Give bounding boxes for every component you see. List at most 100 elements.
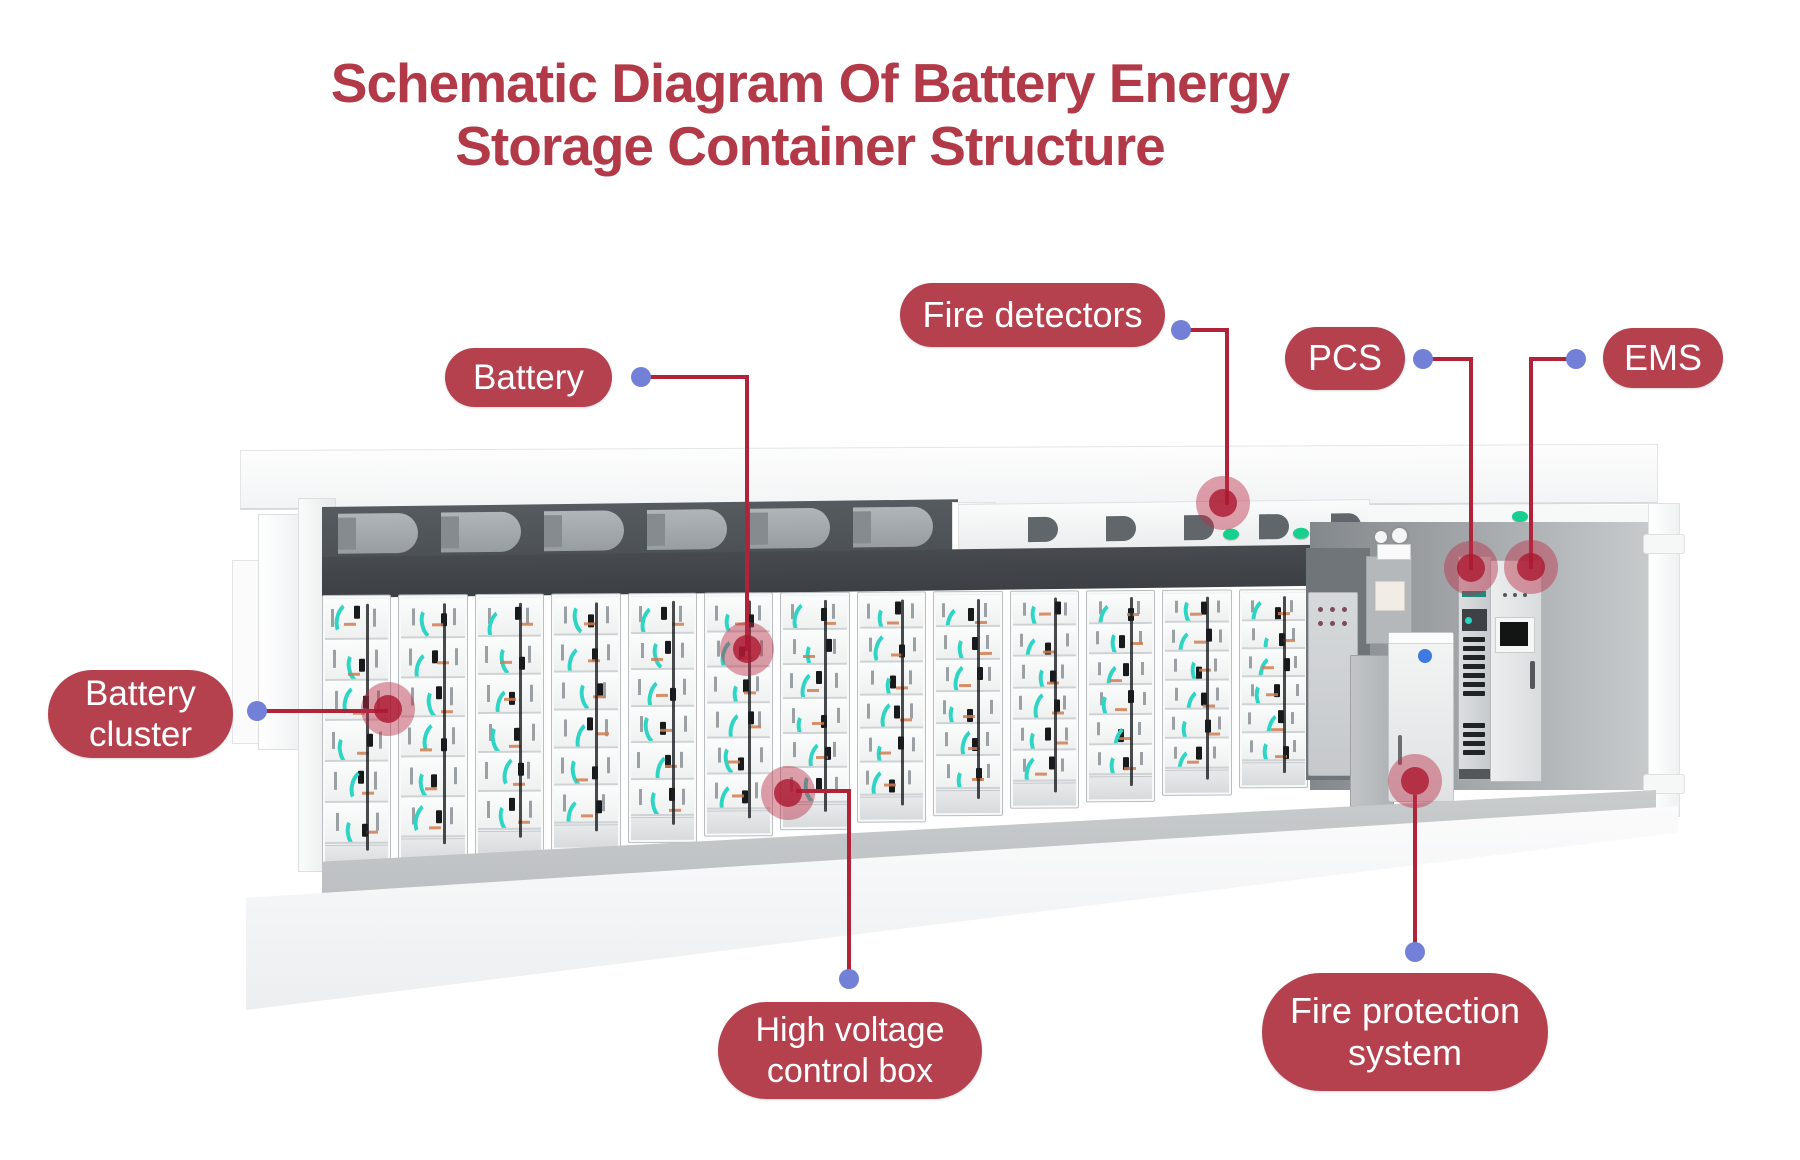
label-fire-detectors: Fire detectors xyxy=(900,283,1165,347)
marker-center xyxy=(733,635,761,663)
fire-detector-icon xyxy=(1223,528,1239,540)
module-slot xyxy=(792,638,796,654)
module-label xyxy=(420,748,433,752)
label-text: High voltage xyxy=(755,1011,945,1050)
module-label xyxy=(1207,732,1220,736)
module-slot xyxy=(636,752,640,769)
battery-rack xyxy=(1238,588,1309,789)
battery-cable-icon xyxy=(1027,597,1058,627)
cabinet-top-face xyxy=(1389,633,1453,644)
leader-line-battery-cluster xyxy=(266,709,388,713)
label-text: system xyxy=(1347,1032,1462,1073)
module-slot xyxy=(866,770,870,786)
battery-module xyxy=(783,733,847,769)
module-label xyxy=(1266,693,1279,697)
module-label xyxy=(520,622,533,626)
ceiling-vent-hole xyxy=(1259,513,1289,540)
module-slot xyxy=(487,801,491,818)
module-slot xyxy=(531,723,535,741)
module-slot xyxy=(868,637,872,652)
fire-detector-icon xyxy=(1512,511,1528,522)
cabinet-handle-icon xyxy=(1398,735,1402,765)
ems-indicator-dot xyxy=(1513,593,1517,597)
door-panel-dot xyxy=(1342,607,1347,612)
leader-dot-fire-detectors xyxy=(1171,320,1191,340)
battery-module xyxy=(1012,625,1076,658)
page-title: Schematic Diagram Of Battery Energy Stor… xyxy=(0,52,1620,178)
module-label xyxy=(580,814,593,818)
battery-module xyxy=(1241,592,1306,622)
module-slot xyxy=(1097,661,1101,675)
battery-module xyxy=(1088,624,1153,655)
battery-rack xyxy=(1085,589,1156,803)
container-end-wall xyxy=(1643,503,1685,817)
marker-ems xyxy=(1504,540,1558,594)
marker-center xyxy=(1401,767,1429,795)
battery-cable-icon xyxy=(346,766,378,804)
pcs-vent-slat xyxy=(1463,691,1485,696)
module-slot xyxy=(484,646,488,664)
rack-plinth xyxy=(1241,762,1306,786)
module-slot xyxy=(942,603,946,618)
battery-module xyxy=(859,628,924,663)
door-panel-dot xyxy=(1330,621,1335,626)
module-slot xyxy=(755,676,759,692)
battery-module xyxy=(859,728,924,763)
module-slot xyxy=(373,608,377,627)
battery-module xyxy=(554,785,618,824)
module-slot xyxy=(560,644,564,661)
module-label xyxy=(344,622,357,626)
leader-dot-high-voltage-control-box xyxy=(839,969,859,989)
rack-plinth xyxy=(554,824,618,848)
battery-module xyxy=(1165,680,1229,711)
battery-cable-icon xyxy=(415,765,445,798)
module-slot xyxy=(412,608,416,626)
label-text: control box xyxy=(766,1051,934,1090)
module-slot xyxy=(946,667,950,682)
leader-dot-fire-protection-system xyxy=(1405,942,1425,962)
module-slot xyxy=(912,736,916,752)
module-slot xyxy=(333,772,337,791)
battery-module xyxy=(1165,593,1229,623)
module-label xyxy=(1114,707,1127,712)
module-label xyxy=(424,787,437,791)
battery-module xyxy=(477,713,542,753)
module-slot xyxy=(869,737,873,752)
battery-rack xyxy=(398,594,468,865)
module-slot xyxy=(1252,628,1256,641)
ceiling-fan-icon xyxy=(750,507,830,549)
battery-module xyxy=(630,669,694,707)
module-slot xyxy=(684,715,688,732)
battery-cable-icon xyxy=(1021,752,1053,783)
module-slot xyxy=(525,607,529,625)
module-slot xyxy=(602,794,606,812)
label-battery: Battery xyxy=(445,348,612,407)
ceiling-fan-icon xyxy=(338,512,418,554)
battery-module xyxy=(325,639,389,681)
battery-module xyxy=(1165,622,1229,653)
module-slot xyxy=(789,673,793,689)
module-slot xyxy=(715,605,719,621)
battery-cable-icon xyxy=(499,753,531,792)
module-slot xyxy=(985,731,989,746)
module-slot xyxy=(1175,688,1179,701)
leader-dot-ems xyxy=(1566,349,1586,369)
battery-module xyxy=(1088,714,1153,746)
pcs-status-led xyxy=(1465,617,1472,624)
leader-line-fire-detectors xyxy=(1225,328,1229,505)
ems-cabinet xyxy=(1490,560,1542,782)
module-slot xyxy=(486,684,490,702)
battery-rack xyxy=(1009,590,1079,810)
battery-module xyxy=(859,595,924,630)
module-slot xyxy=(1214,658,1218,672)
module-slot xyxy=(1098,752,1102,766)
ems-screen-glass xyxy=(1500,622,1528,646)
battery-module xyxy=(936,659,1000,693)
battery-module xyxy=(706,738,771,775)
battery-module xyxy=(477,675,542,715)
module-slot xyxy=(1289,599,1293,612)
module-label xyxy=(1203,704,1216,708)
cabinet-indicator-dot xyxy=(1418,649,1432,663)
pcs-vent-slat xyxy=(1463,723,1485,728)
module-label xyxy=(651,658,664,662)
